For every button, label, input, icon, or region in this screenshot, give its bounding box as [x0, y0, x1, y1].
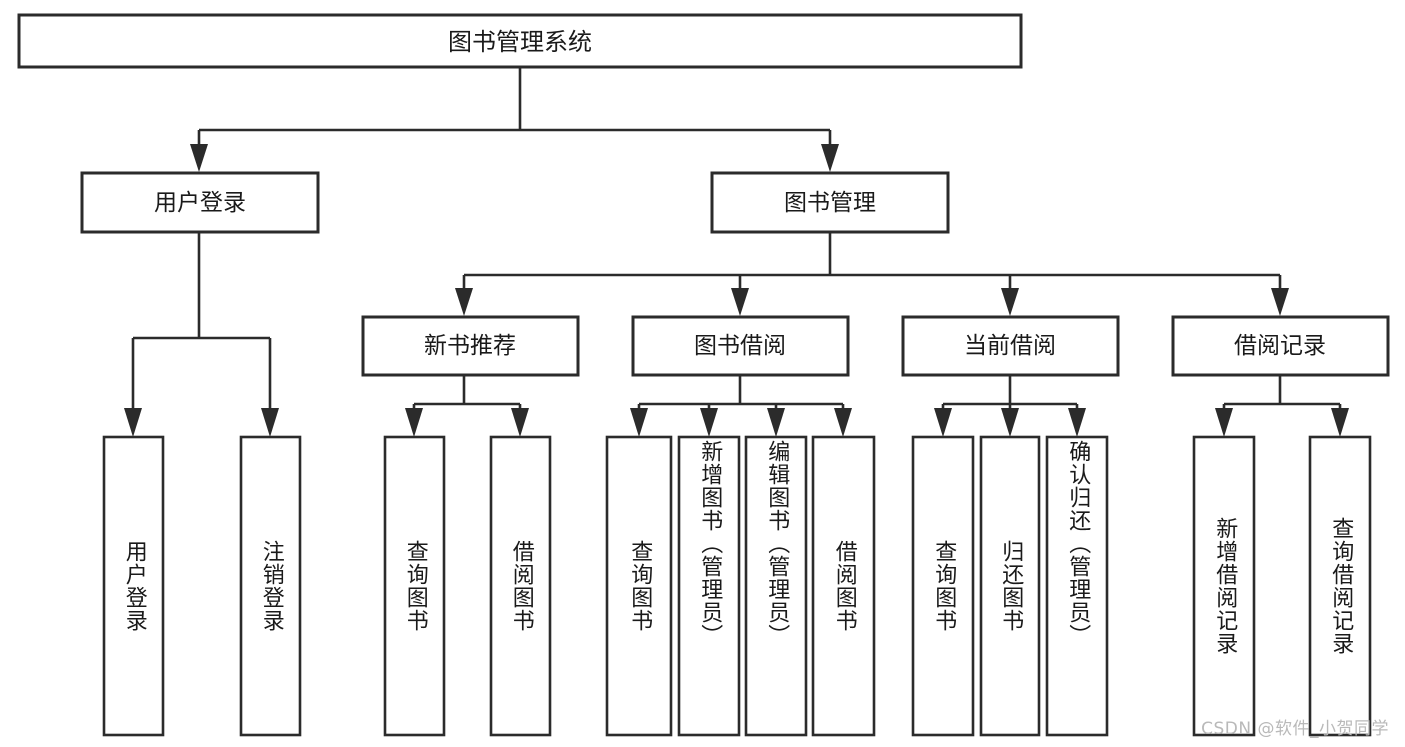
arrow-head-leaf-borrow-book-2	[834, 408, 852, 437]
arrow-head-leaf-query-book-2	[630, 408, 648, 437]
node-new-book-recommend[interactable]: 新书推荐	[361, 315, 580, 377]
node-root[interactable]: 图书管理系统	[17, 13, 1023, 69]
arrow-head-current-borrow	[1001, 288, 1019, 316]
arrow-head-leaf-query-book-1	[405, 408, 423, 437]
node-borrow-record-box[interactable]	[1171, 315, 1390, 377]
node-current-borrow-box[interactable]	[901, 315, 1120, 377]
node-new-book-recommend-label: 新书推荐	[424, 333, 516, 359]
arrow-head-user-login	[190, 144, 208, 172]
leaf-query-book-2-box[interactable]	[605, 435, 673, 737]
node-current-borrow-label: 当前借阅	[964, 333, 1056, 359]
node-book-manage-label: 图书管理	[784, 190, 876, 216]
arrow-head-leaf-user-login	[124, 408, 142, 437]
leaf-user-login-box[interactable]	[102, 435, 165, 737]
arrow-head-leaf-add-book	[700, 408, 718, 437]
arrow-head-leaf-confirm-return	[1068, 408, 1086, 437]
leaf-boxes	[102, 435, 1372, 737]
leaf-logout-login-box[interactable]	[239, 435, 302, 737]
connector-group-borrow-record	[1215, 375, 1349, 437]
arrow-head-leaf-return-book	[1001, 408, 1019, 437]
leaf-confirm-return-box[interactable]	[1045, 435, 1109, 737]
node-book-manage[interactable]: 图书管理	[710, 171, 950, 234]
node-borrow-record[interactable]: 借阅记录	[1171, 315, 1390, 377]
node-borrow-record-label: 借阅记录	[1234, 333, 1326, 359]
connector-group-new-book-recommend	[405, 375, 529, 437]
connector-group-root	[190, 68, 839, 172]
node-root-box[interactable]	[17, 13, 1023, 69]
arrow-head-new-book-recommend	[455, 288, 473, 316]
node-user-login-box[interactable]	[80, 171, 320, 234]
node-book-borrow-box[interactable]	[631, 315, 850, 377]
connector-group-book-borrow	[630, 375, 852, 437]
leaf-borrow-book-1-box[interactable]	[489, 435, 552, 737]
node-user-login[interactable]: 用户登录	[80, 171, 320, 234]
leaf-query-book-3-box[interactable]	[911, 435, 975, 737]
arrow-head-book-manage	[821, 144, 839, 172]
node-book-borrow[interactable]: 图书借阅	[631, 315, 850, 377]
node-root-label: 图书管理系统	[448, 28, 592, 56]
leaf-edit-book-box[interactable]	[744, 435, 808, 737]
leaf-add-record-box[interactable]	[1192, 435, 1256, 737]
leaf-query-record-box[interactable]	[1308, 435, 1372, 737]
connector-group-book-manage	[455, 232, 1289, 316]
arrow-head-borrow-record	[1271, 288, 1289, 316]
arrow-head-book-borrow	[731, 288, 749, 316]
node-book-manage-box[interactable]	[710, 171, 950, 234]
leaf-return-book-box[interactable]	[979, 435, 1041, 737]
arrow-head-leaf-query-record	[1331, 408, 1349, 437]
arrow-head-leaf-query-book-3	[934, 408, 952, 437]
node-user-login-label: 用户登录	[154, 190, 246, 216]
connector-group-current-borrow	[934, 375, 1086, 437]
node-current-borrow[interactable]: 当前借阅	[901, 315, 1120, 377]
csdn-watermark: CSDN @软件_小贺同学	[1201, 719, 1389, 739]
leaf-add-book-box[interactable]	[677, 435, 741, 737]
arrow-head-leaf-edit-book	[767, 408, 785, 437]
arrow-head-leaf-borrow-book-1	[511, 408, 529, 437]
node-book-borrow-label: 图书借阅	[694, 333, 786, 359]
leaf-borrow-book-2-box[interactable]	[811, 435, 876, 737]
arrow-head-leaf-logout-login	[261, 408, 279, 437]
node-new-book-recommend-box[interactable]	[361, 315, 580, 377]
leaf-query-book-1-box[interactable]	[383, 435, 446, 737]
connector-group-user-login	[124, 232, 279, 437]
arrow-head-leaf-add-record	[1215, 408, 1233, 437]
